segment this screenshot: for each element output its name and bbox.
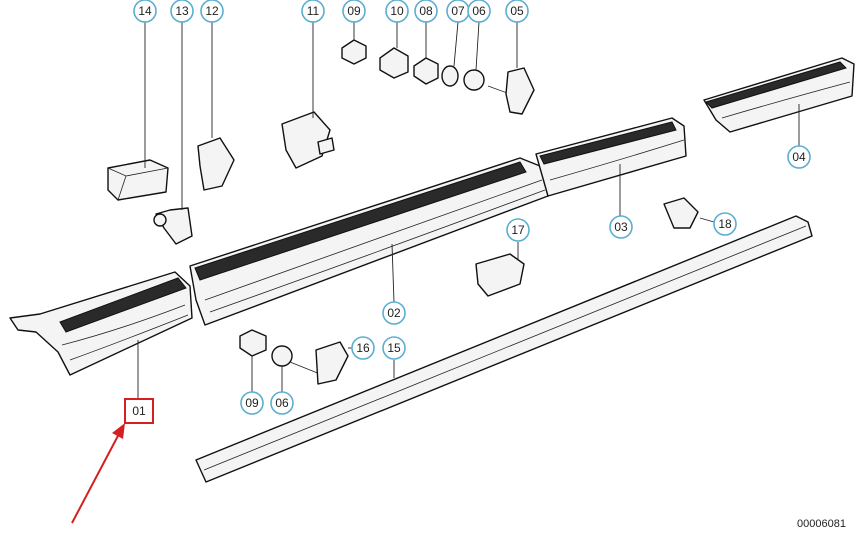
svg-text:06: 06 — [472, 4, 486, 18]
part-09-nut-bottom[interactable] — [239, 329, 267, 357]
callout-15[interactable]: 15 — [382, 336, 406, 360]
callout-05[interactable]: 05 — [505, 0, 529, 23]
part-09-nut-top[interactable] — [341, 39, 367, 65]
callout-16[interactable]: 16 — [351, 336, 375, 360]
svg-text:08: 08 — [419, 4, 433, 18]
callout-09-bottom[interactable]: 09 — [240, 391, 264, 415]
callout-18[interactable]: 18 — [713, 212, 737, 236]
svg-text:10: 10 — [390, 4, 404, 18]
svg-text:07: 07 — [451, 4, 465, 18]
part-07-washer[interactable] — [441, 65, 459, 87]
part-05-clip-with-screw[interactable] — [487, 67, 535, 115]
part-02-sill-main-trim[interactable] — [189, 157, 549, 326]
part-08-nut[interactable] — [413, 57, 439, 85]
callout-14[interactable]: 14 — [133, 0, 157, 23]
svg-text:09: 09 — [245, 396, 259, 410]
part-15-lower-molding[interactable] — [195, 215, 813, 483]
red-arrow-icon — [71, 423, 125, 524]
part-12-clip[interactable] — [197, 137, 235, 191]
part-10-nut[interactable] — [379, 47, 409, 79]
svg-text:18: 18 — [718, 217, 732, 231]
part-14-block[interactable] — [107, 159, 169, 201]
svg-text:02: 02 — [387, 306, 401, 320]
part-04-sill-rear-end-piece[interactable] — [703, 57, 855, 133]
svg-text:09: 09 — [347, 4, 361, 18]
svg-text:15: 15 — [387, 341, 401, 355]
callout-06-bottom[interactable]: 06 — [270, 391, 294, 415]
part-11-bracket[interactable] — [281, 111, 335, 169]
callout-07[interactable]: 07 — [446, 0, 470, 23]
svg-text:12: 12 — [205, 4, 219, 18]
callout-04[interactable]: 04 — [787, 145, 811, 169]
callout-17[interactable]: 17 — [506, 218, 530, 242]
callout-06-top[interactable]: 06 — [467, 0, 491, 23]
svg-text:11: 11 — [307, 4, 320, 18]
part-17-clip[interactable] — [475, 253, 525, 297]
part-16-clip-with-screw[interactable] — [289, 341, 349, 385]
part-06-spacer-top[interactable] — [463, 69, 485, 91]
part-13-clip[interactable] — [153, 207, 193, 245]
svg-text:04: 04 — [792, 150, 806, 164]
leader-lines — [137, 21, 800, 398]
svg-text:16: 16 — [356, 341, 370, 355]
svg-text:06: 06 — [275, 396, 289, 410]
callout-02[interactable]: 02 — [382, 301, 406, 325]
part-06-spacer-bottom[interactable] — [271, 345, 293, 367]
svg-text:13: 13 — [175, 4, 189, 18]
callout-11[interactable]: 11 — [301, 0, 325, 23]
part-18-clip[interactable] — [663, 197, 699, 229]
callout-09-top[interactable]: 09 — [342, 0, 366, 23]
callout-03[interactable]: 03 — [609, 215, 633, 239]
callout-10[interactable]: 10 — [385, 0, 409, 23]
svg-text:14: 14 — [138, 4, 152, 18]
document-number: 00006081 — [797, 518, 846, 530]
svg-text:17: 17 — [511, 223, 525, 237]
callout-08[interactable]: 08 — [414, 0, 438, 23]
svg-text:05: 05 — [510, 4, 524, 18]
callout-13[interactable]: 13 — [170, 0, 194, 23]
part-03-sill-rear-trim[interactable] — [535, 117, 687, 197]
svg-text:01: 01 — [132, 404, 146, 418]
svg-text:03: 03 — [614, 220, 628, 234]
part-01-sill-front-trim[interactable] — [9, 271, 193, 376]
callout-12[interactable]: 12 — [200, 0, 224, 23]
callout-01-selected[interactable]: 01 — [124, 398, 154, 424]
